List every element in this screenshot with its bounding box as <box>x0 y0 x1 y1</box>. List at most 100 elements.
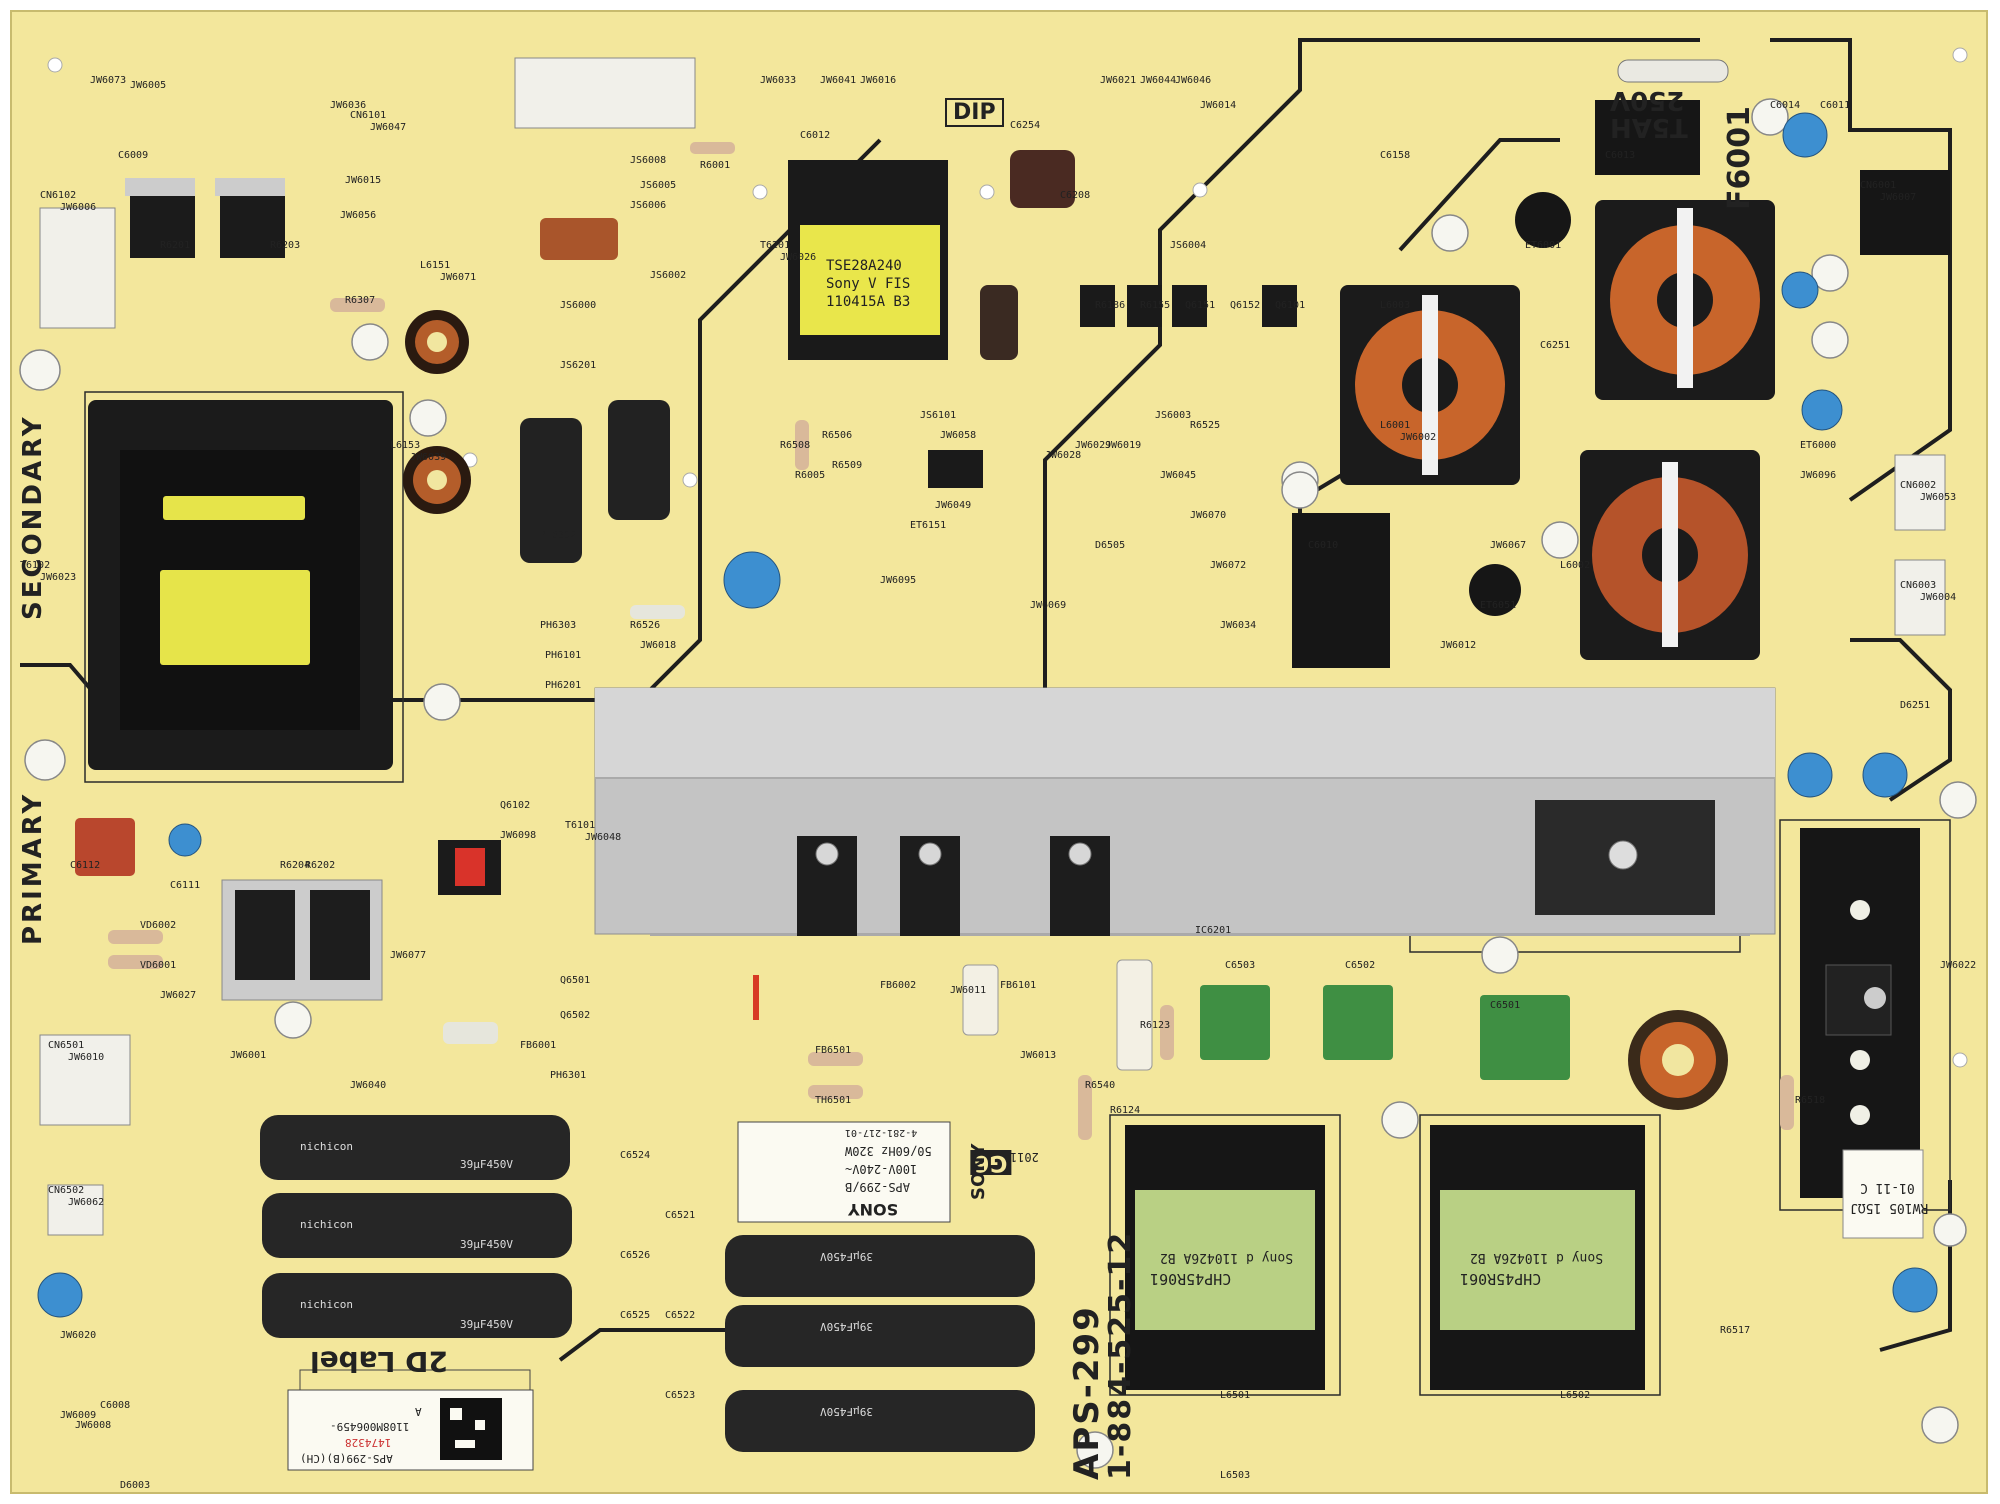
barcode-lot: 1108M006459- <box>330 1420 410 1433</box>
ref-designator: JW6077 <box>390 950 427 961</box>
ref-designator: L6501 <box>1220 1390 1251 1401</box>
ref-designator: C6010 <box>1308 540 1339 551</box>
ref-designator: C6011 <box>1820 100 1851 111</box>
ref-designator: JW6053 <box>1920 492 1957 503</box>
ref-designator: JW6022 <box>1940 960 1977 971</box>
ref-designator: L6001 <box>1380 420 1411 431</box>
ref-designator: JW6012 <box>1440 640 1477 651</box>
ref-designator: D6505 <box>1095 540 1126 551</box>
ref-designator: PH6301 <box>550 1070 587 1081</box>
ref-designator: JS6004 <box>1170 240 1207 251</box>
ref-designator: C6158 <box>1380 150 1411 161</box>
barcode-model: APS-299(B)(CH) <box>300 1452 393 1465</box>
ref-designator: L6003 <box>1380 300 1411 311</box>
ref-designator: C6254 <box>1010 120 1041 131</box>
ref-designator: JW6034 <box>1220 620 1257 631</box>
ref-designator: JW6040 <box>350 1080 387 1091</box>
ref-designator: ET6151 <box>910 520 947 531</box>
ref-designator: JW6023 <box>40 572 77 583</box>
ref-designator: JW6067 <box>1490 540 1527 551</box>
fuse-rating-voltage: 250V <box>1610 85 1685 115</box>
ref-designator: JW6056 <box>340 210 377 221</box>
ref-designator: R6202 <box>305 860 336 871</box>
ref-designator: ET6051 <box>1480 600 1517 611</box>
ref-designator: JW6002 <box>1400 432 1437 443</box>
ref-designator: Q6152 <box>1230 300 1261 311</box>
ref-designator: T6201 <box>760 240 791 251</box>
ref-designator: R6186 <box>1095 300 1126 311</box>
ref-designator: JW6021 <box>1100 75 1137 86</box>
cap-rating-1: 39μF450V <box>460 1158 513 1171</box>
pfc-coil-a-maker: Sony d 110426A B2 <box>1160 1250 1294 1265</box>
ref-designator: JW6058 <box>940 430 977 441</box>
ref-designator: JW6069 <box>1030 600 1067 611</box>
ref-designator: JW6073 <box>90 75 127 86</box>
ref-designator: JS6000 <box>560 300 597 311</box>
ref-designator: Q6151 <box>1185 300 1216 311</box>
ref-designator: JW6036 <box>330 100 367 111</box>
ref-designator: FB6501 <box>815 1045 852 1056</box>
ref-designator: JS6002 <box>650 270 687 281</box>
ref-designator: CN6001 <box>1860 180 1897 191</box>
board-model: APS-299 <box>1067 1305 1107 1480</box>
cap-brand-3: nichicon <box>300 1298 353 1311</box>
ref-designator: C6502 <box>1345 960 1376 971</box>
ref-designator: FB6002 <box>880 980 917 991</box>
board-brand: SONY <box>968 1143 989 1200</box>
cap-brand-2: nichicon <box>300 1218 353 1231</box>
ref-designator: JW6016 <box>860 75 897 86</box>
ref-designator: VD6001 <box>140 960 177 971</box>
primary-label: PRIMARY <box>18 791 48 945</box>
ref-designator: JW6041 <box>820 75 857 86</box>
ref-designator: R6526 <box>630 620 661 631</box>
ref-designator: T6101 <box>565 820 596 831</box>
ref-designator: JW6096 <box>1800 470 1837 481</box>
ref-designator: JW6027 <box>160 990 197 1001</box>
ref-designator: JW6011 <box>950 985 987 996</box>
ref-designator: JW6049 <box>935 500 972 511</box>
ref-designator: VD6002 <box>140 920 177 931</box>
ref-designator: JW6044 <box>1140 75 1177 86</box>
ref-designator: C6112 <box>70 860 101 871</box>
ref-designator: JW6048 <box>585 832 622 843</box>
ref-designator: TH6501 <box>815 1095 852 1106</box>
cap-rating-6: 39μF450V <box>820 1405 873 1418</box>
ref-designator: CN6501 <box>48 1040 85 1051</box>
ref-designator: C6522 <box>665 1310 696 1321</box>
ref-designator: JW6062 <box>68 1197 105 1208</box>
ref-designator: R6155 <box>1140 300 1171 311</box>
ref-designator: IC6201 <box>1195 925 1232 936</box>
ref-designator: JW6047 <box>370 122 407 133</box>
ref-designator: JW6015 <box>345 175 382 186</box>
ref-designator: C6251 <box>1540 340 1571 351</box>
ref-designator: ET6001 <box>1525 240 1562 251</box>
ref-designator: CN6502 <box>48 1185 85 1196</box>
ref-designator: PH6302 <box>540 530 577 541</box>
ref-designator: CN6002 <box>1900 480 1937 491</box>
ref-designator: JW6014 <box>1200 100 1237 111</box>
ref-designator: R6203 <box>270 240 301 251</box>
ref-designator: C6008 <box>100 1400 131 1411</box>
ref-designator: JW6010 <box>68 1052 105 1063</box>
ref-designator: D6003 <box>120 1480 151 1491</box>
ref-designator: C6208 <box>1060 190 1091 201</box>
ref-designator: JS6201 <box>560 360 597 371</box>
ref-designator: JW6098 <box>500 830 537 841</box>
rating-power: 50/60Hz 320W <box>845 1144 932 1158</box>
ref-designator: JS6008 <box>630 155 667 166</box>
cap-brand-1: nichicon <box>300 1140 353 1153</box>
ref-designator: C6526 <box>620 1250 651 1261</box>
cap-rating-4: 39μF450V <box>820 1250 873 1263</box>
ref-designator: JW6026 <box>780 252 817 263</box>
ref-designator: R6123 <box>1140 1020 1171 1031</box>
resistor-label-b: 01-11 C <box>1860 1180 1915 1195</box>
ref-designator: JW6045 <box>1160 470 1197 481</box>
ref-designator: R6518 <box>1795 1095 1826 1106</box>
transformer-code: 110415A B3 <box>826 294 911 310</box>
ref-designator: L6002 <box>1560 560 1591 571</box>
ref-designator: C6111 <box>170 880 201 891</box>
ref-designator: R6124 <box>1110 1105 1141 1116</box>
ref-designator: C6013 <box>1605 150 1636 161</box>
ref-designator: JW6070 <box>1190 510 1227 521</box>
